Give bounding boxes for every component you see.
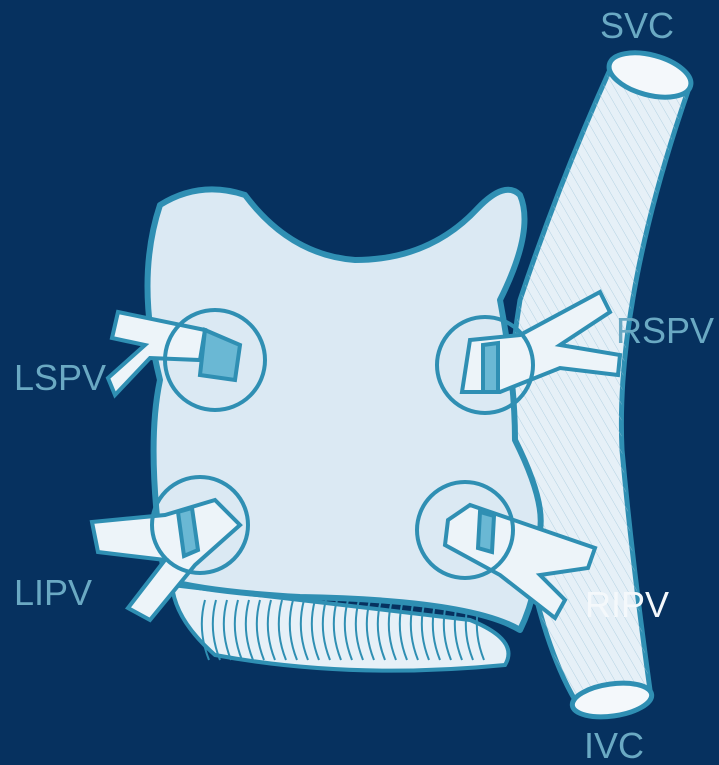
lspv-label: LSPV [14, 357, 106, 398]
rspv-label: RSPV [616, 310, 714, 351]
svc-label: SVC [600, 5, 674, 46]
ripv-label: RIPV [585, 584, 669, 625]
ivc-label: IVC [584, 725, 644, 765]
lipv-label: LIPV [14, 572, 92, 613]
